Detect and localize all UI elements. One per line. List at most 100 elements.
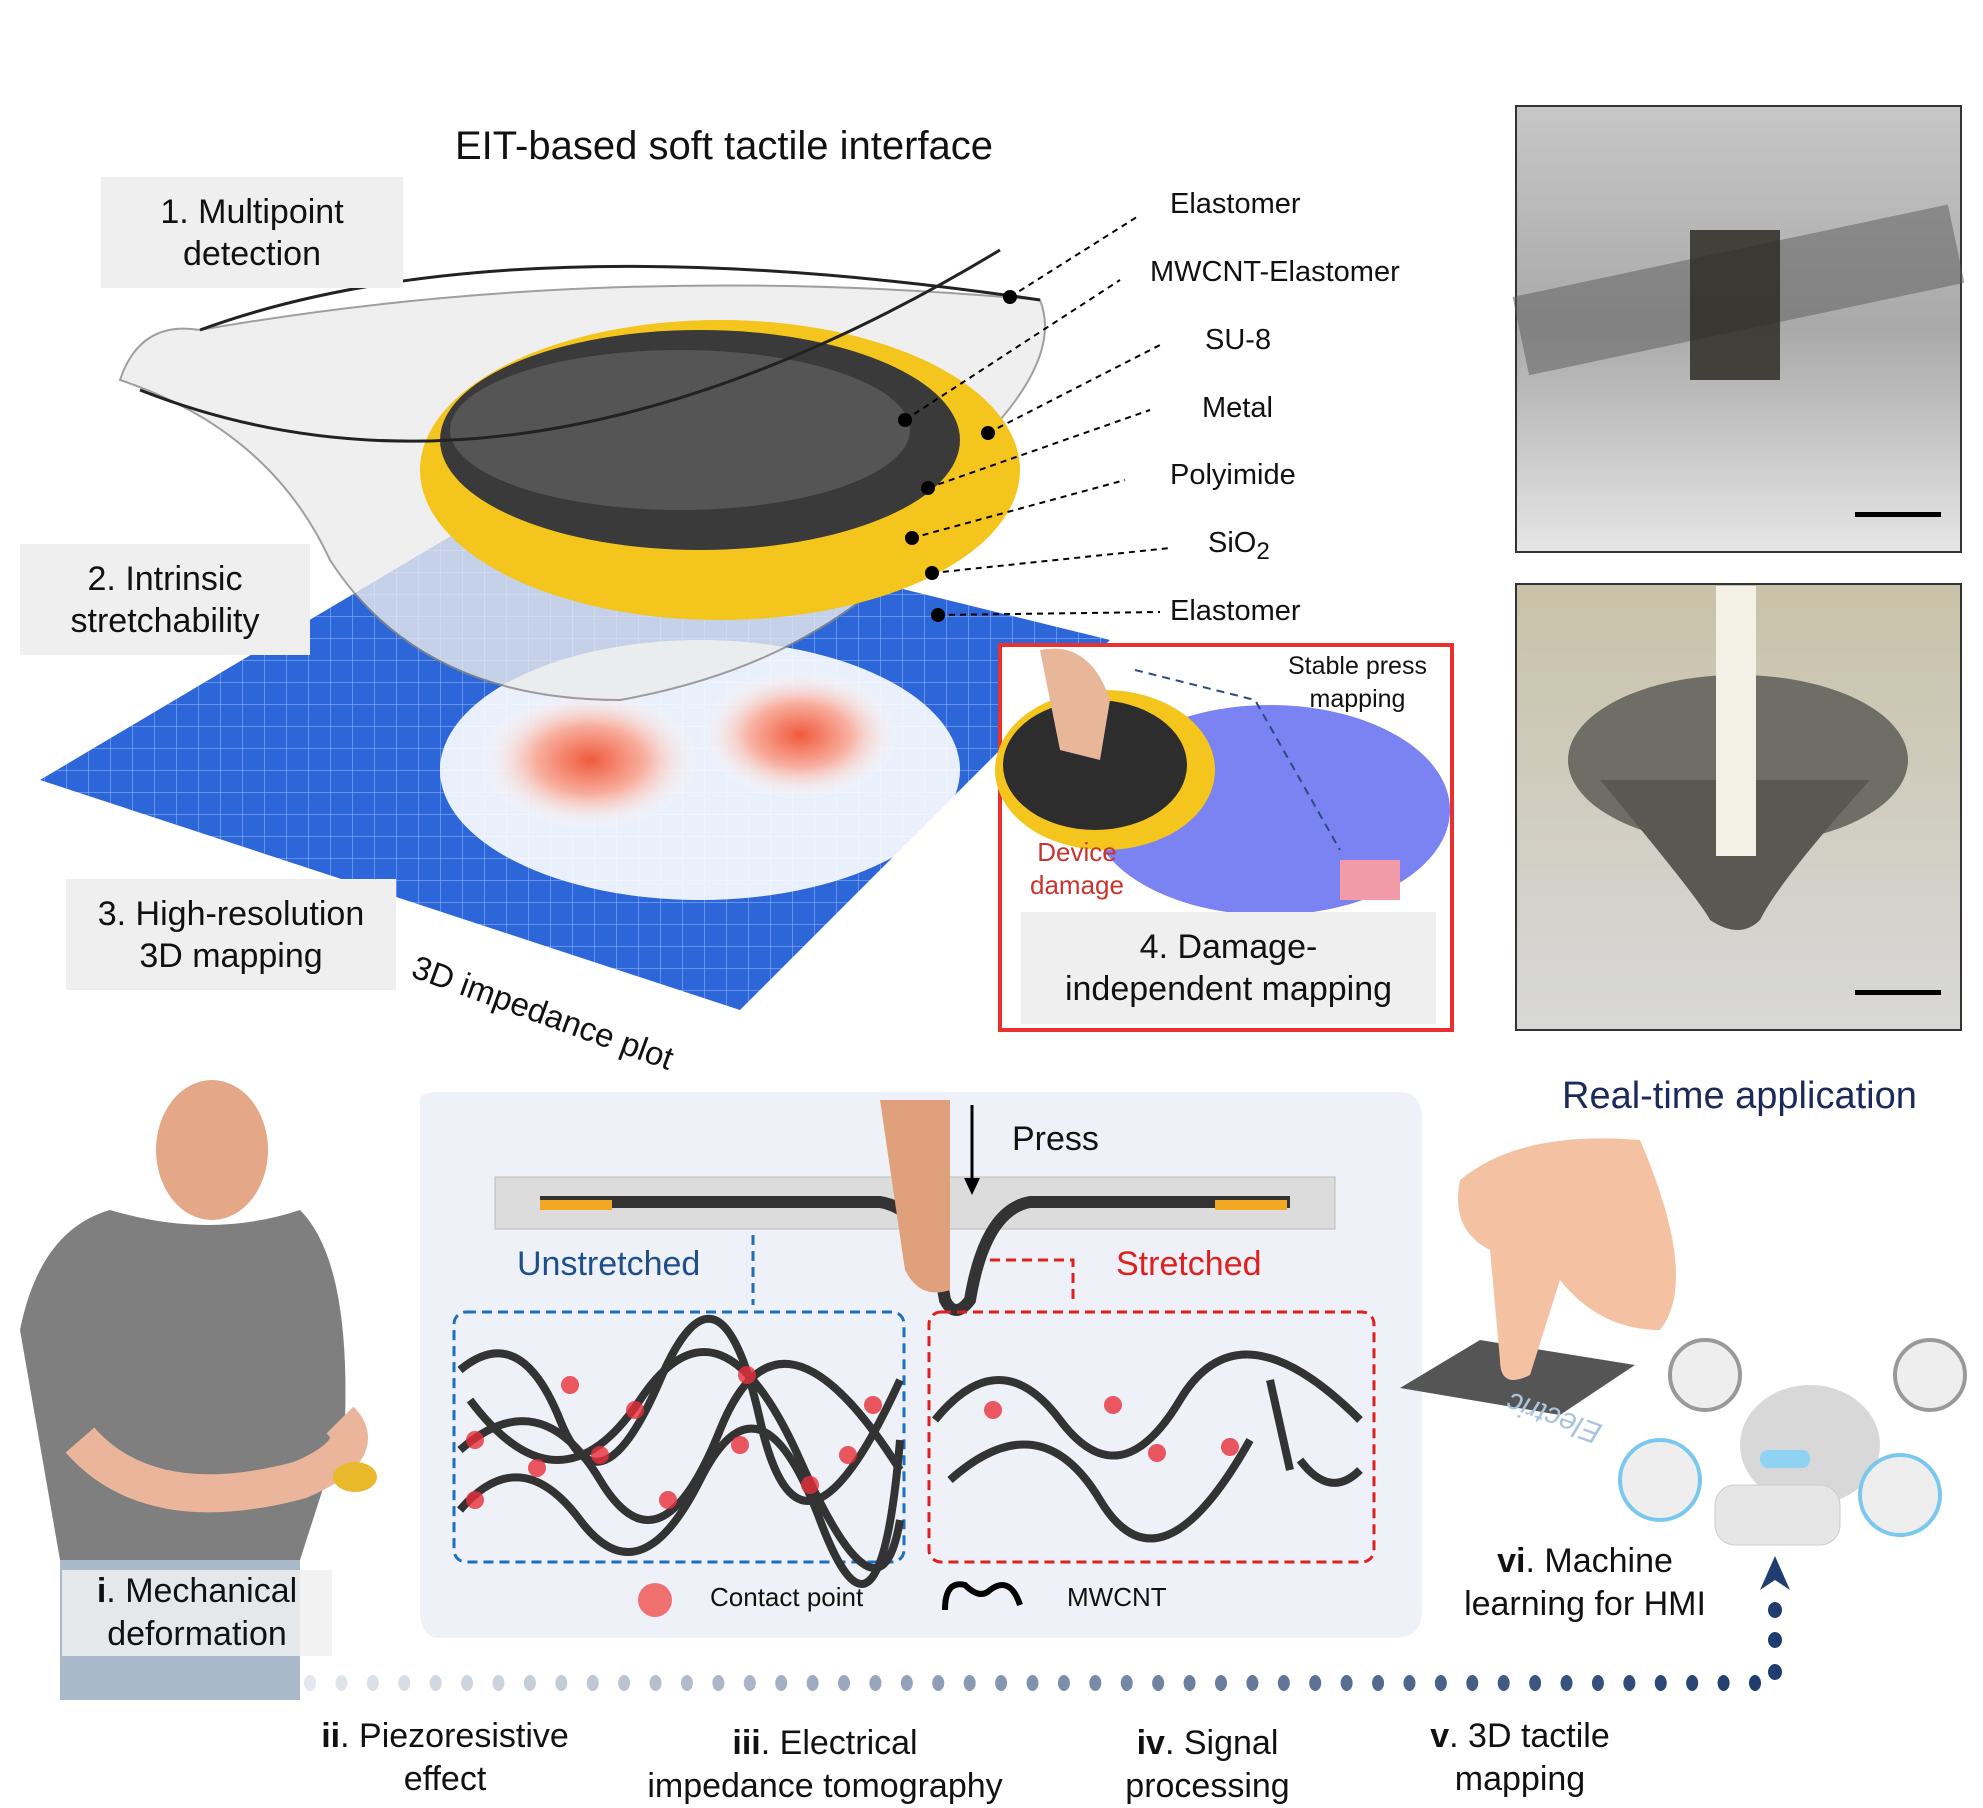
sensor-stack-illustration <box>118 214 1171 702</box>
flow-dot <box>1717 1675 1730 1691</box>
step-number: i <box>96 1572 107 1610</box>
step-text: learning for HMI <box>1464 1585 1706 1623</box>
process-flow-dots <box>304 1602 1782 1691</box>
layer-label: Polyimide <box>1170 459 1296 491</box>
feature-line: 1. Multipoint <box>160 192 344 231</box>
unstretched-box <box>452 1310 906 1564</box>
layer-label: SiO <box>1208 527 1257 559</box>
flow-dot <box>1246 1675 1259 1691</box>
flow-dot <box>492 1675 505 1691</box>
step-text: impedance tomography <box>647 1767 1003 1805</box>
flow-dot <box>1497 1675 1510 1691</box>
text-line: damage <box>1030 870 1124 900</box>
legend-contact-point: Contact point <box>710 1582 864 1612</box>
realtime-application-heading: Real-time application <box>1562 1075 1917 1117</box>
contact-points <box>466 1366 1239 1509</box>
text-line: mapping <box>1309 685 1406 713</box>
flow-dot <box>932 1675 945 1691</box>
feature-line: 2. Intrinsic <box>87 559 243 598</box>
press-cross-section <box>494 1100 1336 1316</box>
stretched-box <box>927 1310 1376 1564</box>
mwcnt-legend-icon <box>942 1581 1023 1611</box>
flow-dot <box>398 1675 411 1691</box>
flow-dot <box>366 1675 379 1691</box>
flow-dot <box>618 1675 631 1691</box>
flow-dot <box>1340 1675 1353 1691</box>
flow-dot <box>1372 1675 1385 1691</box>
flow-dot <box>1057 1675 1070 1691</box>
flow-dot <box>712 1675 725 1691</box>
flow-dot <box>555 1675 568 1691</box>
layer-label: Elastomer <box>1170 595 1301 627</box>
flow-dot <box>1686 1675 1699 1691</box>
step-text: Mechanical <box>125 1572 298 1610</box>
feature-damage-independent-mapping: 4. Damage-independent mapping <box>1021 912 1436 1024</box>
stable-press-label: Stable press mapping <box>1288 650 1427 716</box>
step-number: ii <box>321 1717 341 1755</box>
step-text: effect <box>403 1760 487 1798</box>
flow-dot <box>304 1675 316 1691</box>
step-number: iii <box>732 1724 761 1762</box>
feature-line: independent mapping <box>1064 970 1393 1008</box>
flow-dot <box>900 1675 913 1691</box>
unstretched-label: Unstretched <box>517 1245 701 1283</box>
flow-dot <box>1152 1675 1165 1691</box>
person-illustration <box>20 1080 377 1700</box>
text-line: Stable press <box>1288 652 1427 680</box>
stretched-label: Stretched <box>1116 1245 1262 1283</box>
flow-dot <box>1768 1664 1782 1680</box>
flow-dot <box>1120 1675 1133 1691</box>
feature-line: 3. High-resolution <box>97 894 365 933</box>
flow-dot <box>963 1675 976 1691</box>
flow-dot <box>1591 1675 1604 1691</box>
flow-arrowhead <box>1760 1556 1790 1590</box>
layer-label: SU-8 <box>1205 324 1272 356</box>
flow-dot <box>429 1675 442 1691</box>
flow-dot <box>1529 1675 1542 1691</box>
flow-dot <box>523 1675 536 1691</box>
flow-dot <box>649 1675 662 1691</box>
hand-and-drone <box>1400 1138 1967 1546</box>
step-text: deformation <box>107 1615 287 1653</box>
step-text: processing <box>1125 1767 1290 1805</box>
layer-label-sio2: SiO2 <box>1208 527 1270 566</box>
flow-dot <box>995 1675 1008 1691</box>
step-text: Electrical <box>779 1724 918 1762</box>
contact-point-legend-icon <box>638 1583 672 1617</box>
flow-dot <box>1749 1675 1761 1691</box>
flow-dot <box>1623 1675 1636 1691</box>
page-title: EIT-based soft tactile interface <box>455 124 994 168</box>
flow-dot <box>1654 1675 1667 1691</box>
flow-dot <box>586 1675 599 1691</box>
flow-dot <box>461 1675 474 1691</box>
flow-dot <box>806 1675 819 1691</box>
flow-dot <box>1560 1675 1573 1691</box>
flow-dot <box>838 1675 851 1691</box>
flow-dot <box>1277 1675 1290 1691</box>
flow-dot <box>1183 1675 1196 1691</box>
flow-dot <box>1768 1632 1782 1648</box>
layer-label: Metal <box>1202 392 1273 424</box>
flow-dot <box>1309 1675 1322 1691</box>
layer-label: MWCNT-Elastomer <box>1150 256 1400 288</box>
subscript: 2 <box>1256 537 1270 565</box>
flow-dot <box>1026 1675 1039 1691</box>
flow-dot <box>869 1675 882 1691</box>
legend-mwcnt: MWCNT <box>1067 1582 1167 1612</box>
flow-dot <box>775 1675 788 1691</box>
feature-line: stretchability <box>70 601 260 640</box>
step-number: vi <box>1497 1542 1526 1580</box>
mwcnt-network-dense <box>456 1314 904 1588</box>
step-text: mapping <box>1454 1760 1586 1798</box>
flow-dot <box>743 1675 756 1691</box>
step-number: iv <box>1136 1724 1165 1762</box>
step-text: Signal <box>1183 1724 1279 1762</box>
